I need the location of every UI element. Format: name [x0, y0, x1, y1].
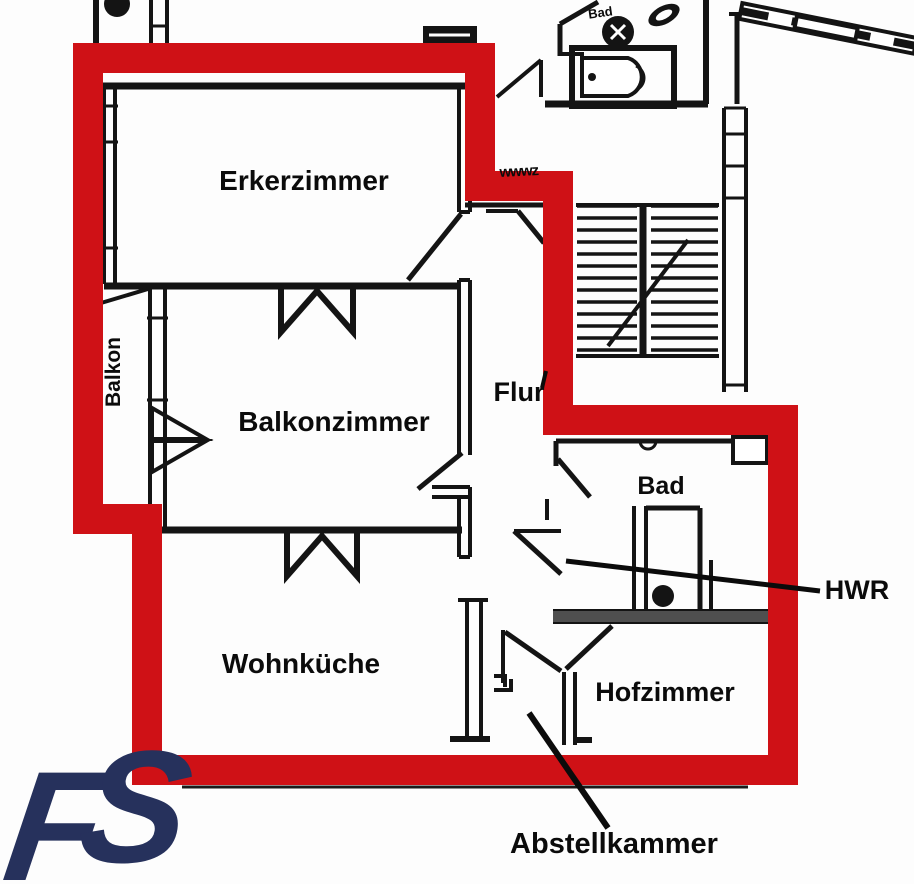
annotation-bad-top: Bad: [587, 3, 613, 21]
abstellkammer-walls: [494, 624, 614, 745]
callout-label-hwr: HWR: [825, 575, 889, 605]
hwr-marker-dot: [652, 585, 674, 607]
room-wohnkueche-walls: [432, 485, 592, 743]
double-door-icon: [284, 531, 360, 584]
hatched-wall: [553, 610, 768, 623]
door-leaf: [503, 629, 563, 674]
callout-lines: [526, 370, 821, 830]
balcony-door-icon: [150, 404, 214, 441]
balcony-door-icon: [150, 439, 214, 476]
neighbor-walls-top-left: [93, 0, 477, 48]
abstellkammer-callout-line: [526, 711, 611, 830]
logo-letter-s: S: [70, 718, 202, 884]
callout-label-abstellkammer: Abstellkammer: [510, 828, 718, 860]
brand-logo: F S: [0, 718, 202, 884]
stairwell: [465, 58, 748, 392]
sink-icon: [648, 3, 680, 27]
toilet-icon: [104, 0, 130, 17]
room-label-erkerzimmer: Erkerzimmer: [219, 165, 389, 196]
annotation-scribble: wwwz: [498, 162, 539, 181]
room-label-hofzimmer: Hofzimmer: [595, 677, 735, 707]
room-label-bad: Bad: [637, 472, 684, 500]
neighbor-bathroom-top: [545, 0, 753, 109]
hwr-callout-line: [565, 558, 821, 594]
apartment-boundary-outline: [73, 43, 798, 785]
bathtub-icon: [569, 45, 677, 109]
window-icon: [731, 435, 769, 465]
room-label-balkon: Balkon: [102, 337, 125, 407]
room-balkonzimmer-walls: [150, 451, 464, 584]
room-bad-hwr-walls: [545, 435, 769, 624]
door-leaf: [556, 457, 592, 499]
room-label-balkonzimmer: Balkonzimmer: [238, 406, 429, 437]
double-door-icon: [278, 286, 356, 340]
room-label-flur: Flur: [494, 377, 545, 407]
neighbor-wall-band-top-right: [736, 0, 914, 57]
toilet-icon: [602, 16, 634, 48]
room-label-wohnkueche: Wohnküche: [222, 648, 380, 679]
flur-tick-mark: [540, 370, 548, 389]
stairs-icon: [576, 203, 719, 358]
balcony-walls: [100, 287, 214, 528]
door-leaf: [564, 624, 614, 671]
room-labels: Erkerzimmer Balkonzimmer Wohnküche Flur …: [102, 3, 889, 860]
